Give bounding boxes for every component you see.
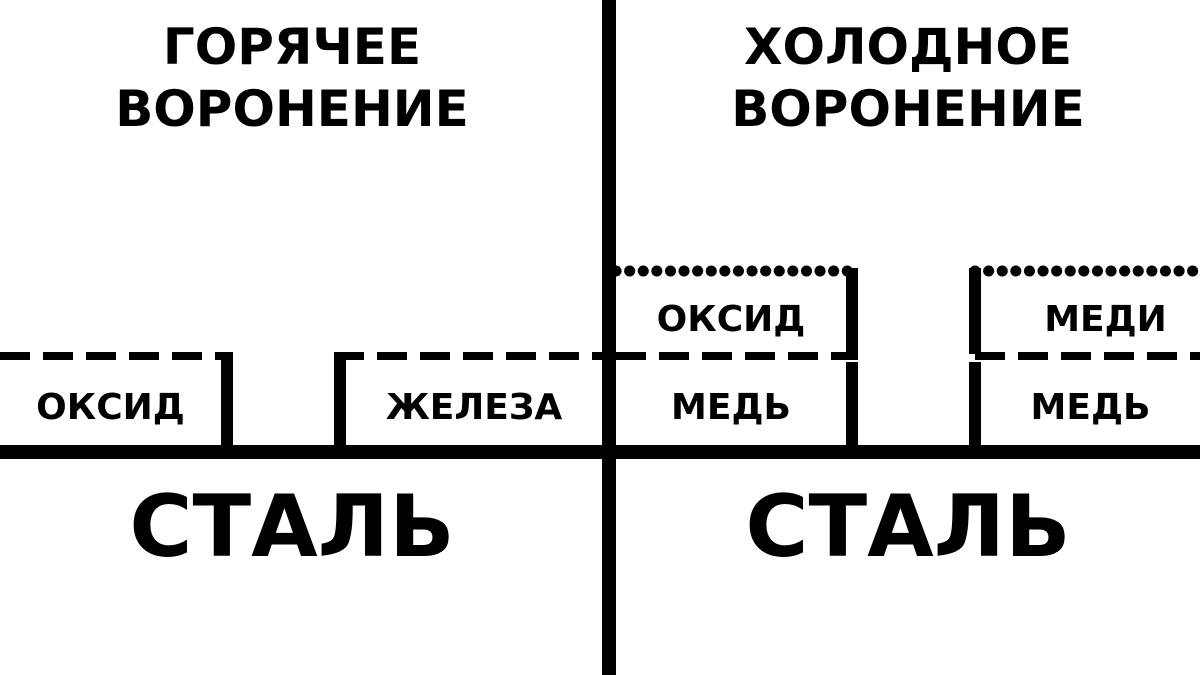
left-layer-label-oxide: ОКСИД (36, 387, 185, 428)
right-upper-label-copper: МЕДИ (1044, 299, 1167, 340)
right-lower-label-copper-right: МЕДЬ (1030, 387, 1151, 428)
left-layer-label-iron: ЖЕЛЕЗА (385, 387, 563, 428)
left-title-line1: ГОРЯЧЕЕ (162, 18, 422, 76)
right-gap-wall-left-lower (846, 362, 858, 448)
left-gap-wall-right (334, 352, 346, 448)
right-title: ХОЛОДНОЕ ВОРОНЕНИЕ (616, 16, 1200, 140)
center-divider (602, 0, 616, 675)
left-gap-wall-left (221, 352, 233, 448)
left-title-line2: ВОРОНЕНИЕ (115, 80, 469, 138)
left-title: ГОРЯЧЕЕ ВОРОНЕНИЕ (0, 16, 584, 140)
right-title-line1: ХОЛОДНОЕ (743, 18, 1073, 76)
right-gap-wall-right-lower (969, 362, 981, 448)
right-gap-wall-left-upper (846, 268, 858, 354)
right-title-line2: ВОРОНЕНИЕ (731, 80, 1085, 138)
steel-surface-line (0, 445, 1200, 459)
right-substrate-label: СТАЛЬ (745, 477, 1071, 577)
left-substrate-label: СТАЛЬ (129, 477, 455, 577)
right-upper-label-oxide: ОКСИД (656, 299, 806, 340)
right-gap-wall-right-upper (969, 268, 981, 354)
right-lower-label-copper-left: МЕДЬ (671, 387, 791, 428)
